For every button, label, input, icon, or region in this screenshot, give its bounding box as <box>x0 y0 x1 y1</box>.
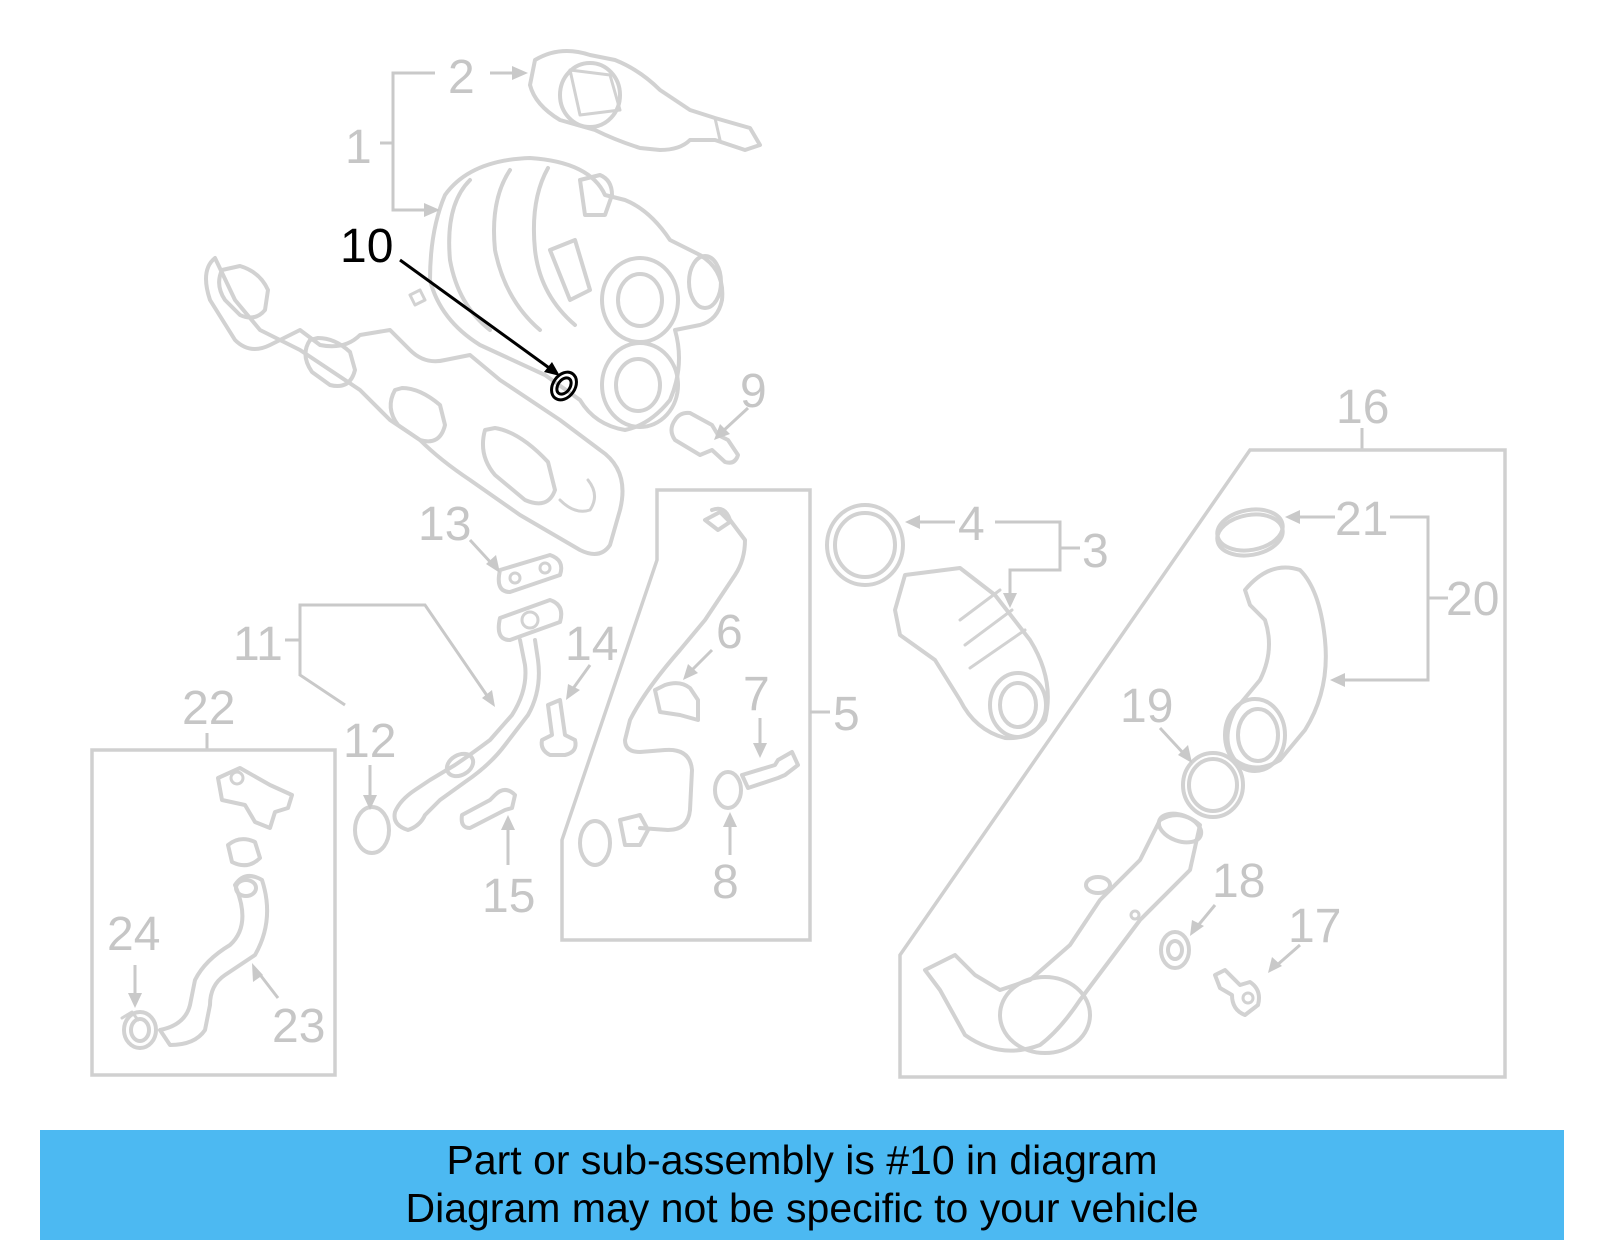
box-group-22 <box>90 748 337 1077</box>
callout-21: 21 <box>1335 493 1388 546</box>
callout-9: 9 <box>740 365 767 418</box>
part-17-bolt <box>1213 943 1301 1017</box>
callout-19: 19 <box>1120 680 1173 733</box>
part-12-oring <box>353 765 391 855</box>
part-11-oil-return-pipe <box>285 603 541 832</box>
callout-24: 24 <box>107 908 160 961</box>
callout-15: 15 <box>482 870 535 923</box>
callout-5: 5 <box>833 688 860 741</box>
info-banner-line-1: Part or sub-assembly is #10 in diagram <box>446 1137 1158 1183</box>
part-5-oil-feed-line <box>578 506 747 867</box>
part-4-oring <box>825 503 955 587</box>
part-21-clamp <box>1215 507 1335 558</box>
callout-12: 12 <box>343 715 396 768</box>
part-9-sensor <box>669 406 750 465</box>
info-banner: Part or sub-assembly is #10 in diagram D… <box>40 1130 1564 1240</box>
callout-11: 11 <box>233 618 283 671</box>
callout-13: 13 <box>418 498 471 551</box>
part-19-clamp <box>1158 726 1245 819</box>
part-24-clamp <box>120 965 158 1050</box>
callout-16: 16 <box>1336 381 1389 434</box>
part-10-seal <box>399 258 578 402</box>
box-group-5 <box>560 488 812 942</box>
callout-10: 10 <box>340 220 393 273</box>
exhaust-manifold <box>204 256 625 556</box>
part-14-bolt <box>539 664 592 757</box>
part-20-hose <box>1223 515 1448 773</box>
callout-7: 7 <box>743 668 770 721</box>
turbocharger <box>408 156 725 432</box>
callout-8: 8 <box>712 856 739 909</box>
callout-17: 17 <box>1288 900 1341 953</box>
part-18-grommet <box>1159 904 1217 970</box>
callout-2: 2 <box>448 51 475 104</box>
part-3-intake-hose <box>893 520 1080 741</box>
callout-4: 4 <box>958 498 985 551</box>
wastegate-actuator <box>528 49 762 152</box>
part-15-bolt <box>459 788 517 865</box>
part-charge-pipe <box>923 811 1204 1055</box>
callout-1-2-bracket <box>380 66 528 217</box>
callout-3: 3 <box>1082 525 1109 578</box>
callout-14: 14 <box>565 618 618 671</box>
callout-22: 22 <box>182 682 235 735</box>
part-23-hose <box>158 874 280 1047</box>
box-group-16 <box>898 448 1507 1079</box>
callout-20: 20 <box>1446 573 1499 626</box>
callout-23: 23 <box>272 1000 325 1053</box>
callout-6: 6 <box>716 606 743 659</box>
part-22-bracket <box>216 766 294 868</box>
callout-1: 1 <box>345 121 372 174</box>
part-6-clip <box>653 648 714 722</box>
info-banner-line-2: Diagram may not be specific to your vehi… <box>405 1185 1199 1231</box>
part-13-gaskets <box>468 538 564 642</box>
part-7-bolt <box>740 718 800 790</box>
part-8-washer <box>713 770 743 855</box>
callout-18: 18 <box>1212 855 1265 908</box>
